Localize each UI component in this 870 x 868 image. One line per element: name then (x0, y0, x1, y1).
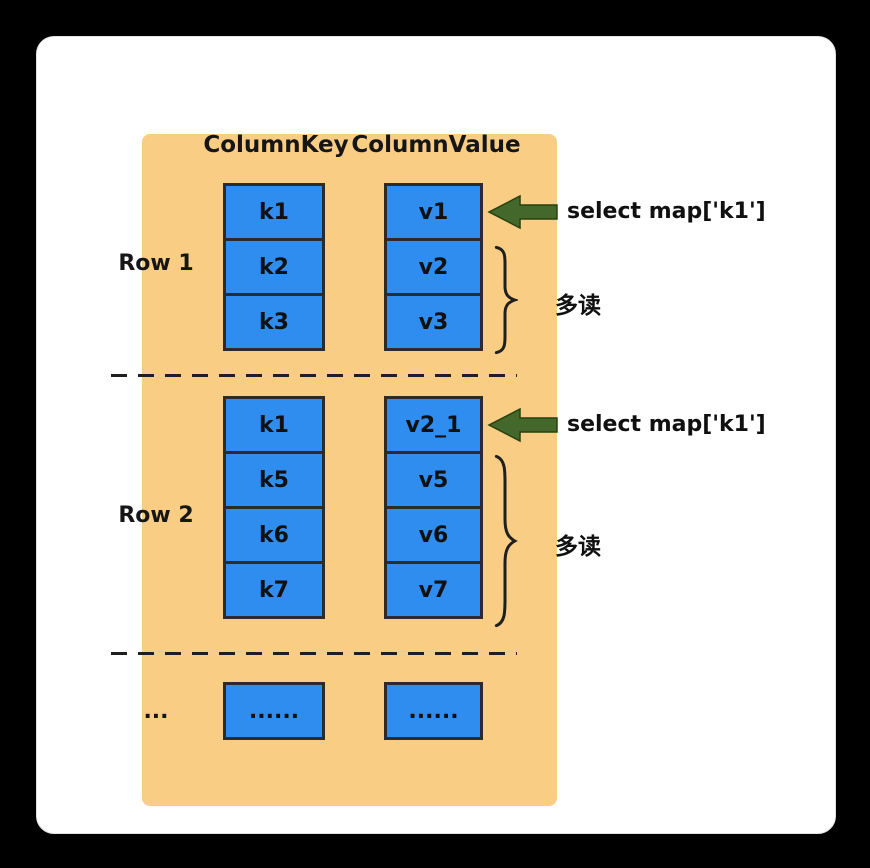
key-cell: k2 (223, 238, 325, 296)
key-cell: k1 (223, 183, 325, 241)
key-cell: k5 (223, 451, 325, 509)
key-cell: ...... (223, 682, 325, 740)
value-cell: v1 (384, 183, 483, 241)
row3-label: ... (143, 699, 169, 724)
brace-icon (492, 244, 518, 356)
row-separator (111, 374, 517, 377)
select-annotation-row1: select map['k1'] (567, 199, 766, 224)
row2-value-column: v2_1 v5 v6 v7 (384, 396, 483, 619)
select-arrow-icon (487, 407, 558, 443)
column-value-header: ColumnValue (351, 132, 521, 158)
row1-value-column: v1 v2 v3 (384, 183, 483, 351)
table-panel (142, 134, 557, 806)
diagram-card: ColumnKey ColumnValue Row 1 k1 k2 k3 v1 … (36, 36, 836, 834)
row-separator (111, 652, 517, 655)
row2-key-column: k1 k5 k6 k7 (223, 396, 325, 619)
key-cell: k3 (223, 293, 325, 351)
value-cell: v7 (384, 561, 483, 619)
row1-key-column: k1 k2 k3 (223, 183, 325, 351)
column-key-header: ColumnKey (203, 132, 349, 158)
value-cell: v2 (384, 238, 483, 296)
row1-label: Row 1 (118, 251, 194, 276)
row3-value-column: ...... (384, 682, 483, 740)
row2-label: Row 2 (118, 503, 194, 528)
key-cell: k6 (223, 506, 325, 564)
value-cell: ...... (384, 682, 483, 740)
value-cell: v2_1 (384, 396, 483, 454)
brace-icon (492, 451, 518, 631)
key-cell: k7 (223, 561, 325, 619)
value-cell: v6 (384, 506, 483, 564)
key-cell: k1 (223, 396, 325, 454)
value-cell: v5 (384, 451, 483, 509)
select-arrow-icon (487, 194, 558, 230)
row3-key-column: ...... (223, 682, 325, 740)
select-annotation-row2: select map['k1'] (567, 412, 766, 437)
multi-read-annotation-row2: 多读 (555, 534, 601, 560)
multi-read-annotation-row1: 多读 (555, 293, 601, 319)
value-cell: v3 (384, 293, 483, 351)
